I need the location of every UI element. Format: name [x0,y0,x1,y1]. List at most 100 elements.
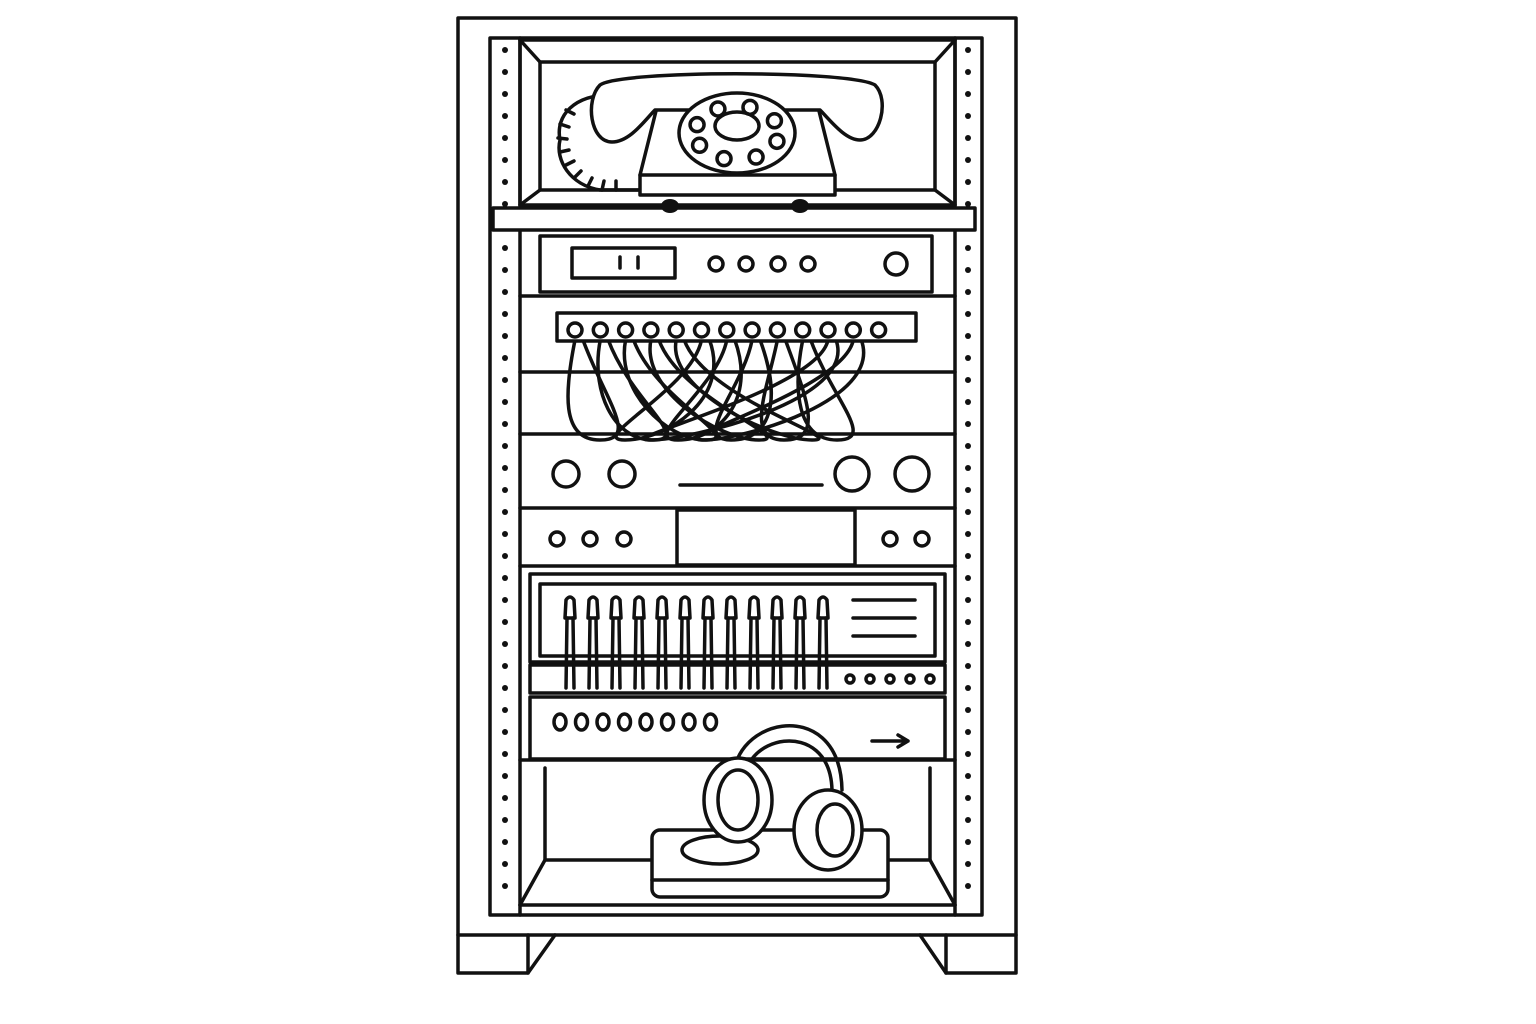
button [581,530,599,548]
unit-dividers [518,294,957,762]
phone-foot [791,199,809,213]
patch-port [566,321,584,339]
rail-hole [502,597,508,603]
cable-connector [632,595,646,620]
rail-holes [502,47,971,889]
patch-port [616,321,635,339]
rail-hole [502,355,508,361]
rack-unit-knobs [551,455,931,493]
patch-panel [555,311,918,442]
rail-hole [965,707,971,713]
dial-hole [709,100,727,118]
rail-hole [502,751,508,757]
phone-cord [557,93,642,192]
rail-hole [502,685,508,691]
patch-port [819,321,837,339]
led [638,712,654,732]
switch-cable [656,616,668,690]
switch-face [528,572,947,664]
ear-cushion [716,768,760,832]
center-panel [675,508,857,567]
rail-hole [965,47,971,53]
switch-cable [817,616,829,690]
rail-hole [965,179,971,185]
rail-hole [502,157,508,163]
rail-hole [502,179,508,185]
rail-hole [502,619,508,625]
led [681,712,697,732]
cable-connector [793,595,807,620]
button [881,530,899,548]
led [595,712,611,732]
rail-hole [965,135,971,141]
rail-hole [502,883,508,889]
cable-connector [563,595,577,620]
dial-hole [741,98,759,117]
knob [607,459,637,489]
rail-hole [502,817,508,823]
foot-right [918,933,1018,975]
rail-hole [502,245,508,251]
front-leds [552,712,719,732]
cable-connector [747,595,761,620]
patch-cable [665,338,743,442]
patch-port [793,321,812,339]
unit-face [528,695,947,761]
switch-cable [748,616,760,690]
rail-hole [502,201,508,207]
rail-hole [965,399,971,405]
rail-hole [502,575,508,581]
switch-cable [679,616,691,690]
rail-hole [965,245,971,251]
patch-ports [566,321,888,339]
patch-port [743,321,761,339]
rail-hole [502,47,508,53]
dial-hole [765,111,784,130]
rail-hole [502,729,508,735]
switch-led [924,673,936,685]
patch-cable [566,338,620,442]
rail-hole [502,861,508,867]
knob [893,455,931,493]
rail-hole [502,289,508,295]
led [573,712,590,732]
dial-hole [715,149,733,168]
patch-port [718,321,736,339]
rack-unit-leds [528,695,947,761]
patch-cable [796,338,855,442]
rail-hole [502,795,508,801]
rail-hole [502,311,508,317]
ear-cushion [815,802,855,858]
rail-hole [965,619,971,625]
patch-cable [614,338,716,442]
button [615,530,633,548]
rail-hole [965,553,971,559]
dial-hole [747,148,765,166]
cabinet-outer [456,16,1018,937]
rail-hole [965,839,971,845]
led [702,712,719,732]
rail-hole [502,509,508,515]
rail-hole [502,553,508,559]
rail-hole [965,113,971,119]
button [548,530,566,548]
knob [833,455,871,493]
switch-cable [564,616,576,690]
rail-hole [965,465,971,471]
headphones-on-pad [650,724,890,899]
rail-hole [502,839,508,845]
rack-unit-display [538,234,934,294]
shelf [491,206,977,232]
edge [933,188,957,207]
rail-hole [965,685,971,691]
switch-cable [587,616,599,690]
cable-connector [655,595,669,620]
rail-hole [965,311,971,317]
compartment-box [518,38,957,207]
led [552,712,568,732]
dial-holes [688,98,786,168]
patch-port [667,321,685,339]
switch-led [864,673,876,685]
patch-port [591,321,610,339]
rail-hole [965,289,971,295]
